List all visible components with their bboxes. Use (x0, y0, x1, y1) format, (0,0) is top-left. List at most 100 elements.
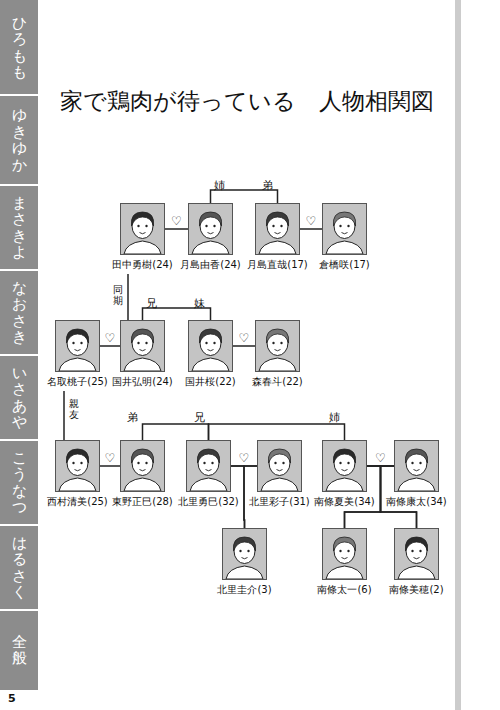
hair (66, 449, 88, 463)
relation-label: 同期 (113, 284, 123, 306)
eye (419, 462, 421, 464)
tab-text: ひろもも (12, 15, 27, 81)
hair (266, 212, 288, 226)
character-name: 月島直哉(17) (247, 259, 308, 271)
face-illustration (223, 529, 266, 579)
mouth (277, 470, 283, 471)
sibling-label: 兄 (194, 410, 205, 425)
hair (266, 329, 288, 343)
shoulders (226, 566, 263, 579)
mouth (414, 558, 420, 559)
eye (274, 462, 276, 464)
character-portrait: 国井弘明(24) (120, 320, 165, 372)
tab-text: ゆきゆか (12, 107, 27, 173)
character-portrait: 北里彩子(31) (257, 440, 302, 492)
sibling-label: 弟 (127, 410, 138, 425)
character-name: 北里勇巳(32) (178, 496, 239, 508)
sibling-label: 兄 (146, 296, 157, 311)
tab-text: 全般 (12, 634, 27, 667)
diagram-title: 家で鶏肉が待っている 人物相関図 (38, 86, 455, 117)
character-portrait: 南條美穂(2) (394, 528, 439, 580)
eye (145, 225, 147, 227)
mouth (140, 470, 146, 471)
face-illustration (395, 529, 438, 579)
face-illustration (121, 204, 164, 254)
character-portrait: 南條康太(34) (394, 440, 439, 492)
eye (80, 342, 82, 344)
shoulders (59, 478, 96, 491)
mouth (206, 470, 212, 471)
eye (137, 462, 139, 464)
sidebar-tab: いさあや (0, 355, 38, 440)
shoulders (398, 566, 435, 579)
page-number: 5 (8, 692, 16, 705)
eye (411, 462, 413, 464)
shoulders (326, 241, 363, 254)
heart-mark: ♡ (239, 452, 250, 464)
mouth (342, 558, 348, 559)
hair (131, 449, 153, 463)
eye (339, 225, 341, 227)
character-name: 倉橋咲(17) (319, 259, 370, 271)
character-portrait: 月島由香(24) (188, 203, 233, 255)
heart-mark: ♡ (105, 332, 116, 344)
mouth (75, 470, 81, 471)
character-name: 森春斗(22) (252, 376, 303, 388)
eye (280, 225, 282, 227)
shoulders (190, 478, 227, 491)
mouth (140, 233, 146, 234)
eye (145, 462, 147, 464)
hair (66, 329, 88, 343)
hair (197, 449, 219, 463)
mouth (208, 350, 214, 351)
eye (203, 462, 205, 464)
face-illustration (189, 204, 232, 254)
face-illustration (256, 321, 299, 371)
hair (333, 212, 355, 226)
shoulders (192, 358, 229, 371)
character-name: 国井桜(22) (185, 376, 236, 388)
face-illustration (187, 441, 230, 491)
eye (280, 342, 282, 344)
page-edge (455, 0, 461, 710)
eye (145, 342, 147, 344)
eye (347, 550, 349, 552)
hair (405, 449, 427, 463)
eye (247, 550, 249, 552)
character-portrait: 北里圭介(3) (222, 528, 267, 580)
eye (339, 550, 341, 552)
character-portrait: 名取桃子(25) (55, 320, 100, 372)
connector-line (233, 345, 255, 347)
hair (405, 537, 427, 551)
eye (211, 462, 213, 464)
heart-mark: ♡ (375, 452, 386, 464)
eye (137, 342, 139, 344)
face-illustration (189, 321, 232, 371)
heart-mark: ♡ (105, 452, 116, 464)
eye (272, 342, 274, 344)
shoulders (124, 478, 161, 491)
shoulders (59, 358, 96, 371)
eye (205, 342, 207, 344)
sidebar-tab: ゆきゆか (0, 95, 38, 185)
eye (419, 550, 421, 552)
eye (72, 462, 74, 464)
tab-separators (0, 95, 38, 610)
mouth (208, 233, 214, 234)
eye (411, 550, 413, 552)
connector-line (300, 228, 322, 230)
hair (131, 212, 153, 226)
eye (272, 225, 274, 227)
character-portrait: 月島直哉(17) (255, 203, 300, 255)
face-illustration (258, 441, 301, 491)
connector-line (143, 424, 209, 440)
character-name: 月島由香(24) (180, 259, 241, 271)
character-name: 南條夏美(34) (314, 496, 375, 508)
heart-mark: ♡ (239, 332, 250, 344)
tab-text: なおさき (12, 280, 27, 346)
eye (137, 225, 139, 227)
sidebar-tab: まさきよ (0, 185, 38, 270)
sibling-label: 姉 (214, 178, 225, 193)
tab-text: いさあや (12, 365, 27, 431)
mouth (275, 233, 281, 234)
